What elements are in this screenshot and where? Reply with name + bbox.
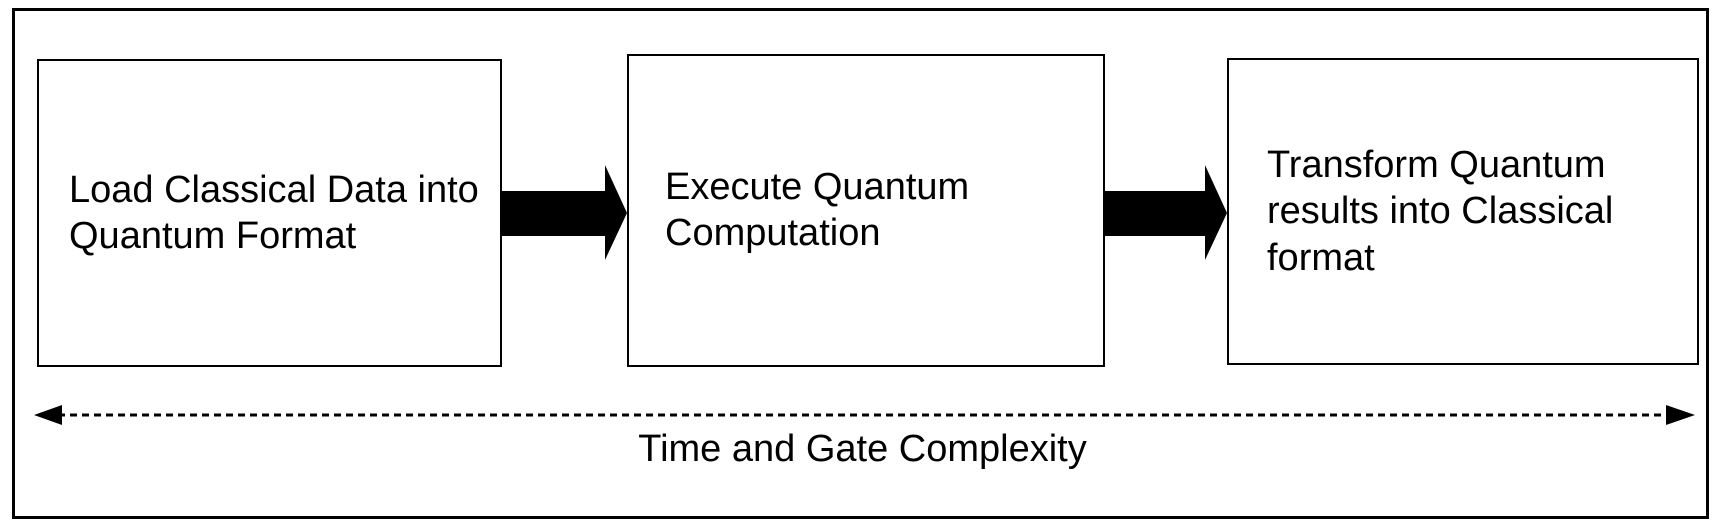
step-box-load-classical-data: Load Classical Data into Quantum Format xyxy=(37,59,502,367)
diagram-frame xyxy=(12,8,1709,519)
step-label-load: Load Classical Data into Quantum Format xyxy=(69,168,479,257)
time-axis-caption: Time and Gate Complexity xyxy=(638,428,1087,470)
step-label-transform: Transform Quantum results into Classical… xyxy=(1267,143,1614,279)
step-box-transform-results: Transform Quantum results into Classical… xyxy=(1227,58,1699,365)
step-label-execute: Execute Quantum Computation xyxy=(665,166,970,255)
step-box-execute-quantum-computation: Execute Quantum Computation xyxy=(627,54,1105,367)
